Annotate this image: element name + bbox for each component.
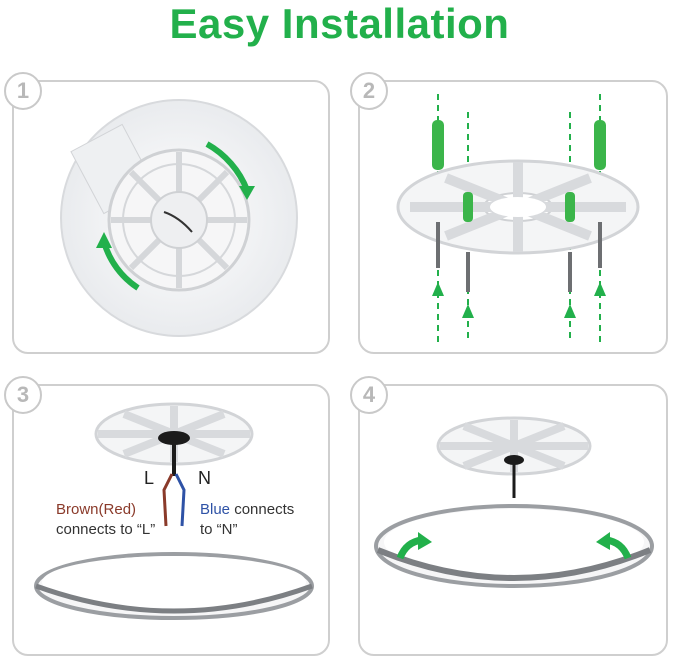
step-1-badge: 1 (4, 72, 42, 110)
wiring-illustration (34, 402, 314, 620)
fixture-back-rotate-illustration (60, 99, 298, 337)
label-l: L (144, 468, 155, 488)
step-2-panel (358, 80, 668, 354)
step-4-panel (358, 384, 668, 656)
attach-fixture-illustration (374, 416, 654, 588)
blue-rest: to “N” (200, 521, 238, 538)
brown-word: Brown (56, 501, 99, 518)
step-3-badge: 3 (4, 376, 42, 414)
blue-word: Blue (200, 501, 231, 518)
brown-wire-instruction: Brown(Red) connects to “L” (56, 500, 155, 540)
step-4-badge: 4 (350, 376, 388, 414)
step-1-panel (12, 80, 330, 354)
page-title: Easy Installation (169, 0, 510, 47)
red-word: (Red) (98, 501, 137, 518)
step-2-badge: 2 (350, 72, 388, 110)
blue-connects: connects (230, 501, 295, 518)
mounting-bracket-screws-illustration (396, 94, 640, 342)
step-3-panel: L N Brown(Red) connects to “L” Blue conn… (12, 384, 330, 656)
blue-wire-instruction: Blue connects to “N” (200, 500, 294, 540)
label-n: N (198, 468, 211, 488)
brown-rest: connects to “L” (56, 521, 156, 538)
